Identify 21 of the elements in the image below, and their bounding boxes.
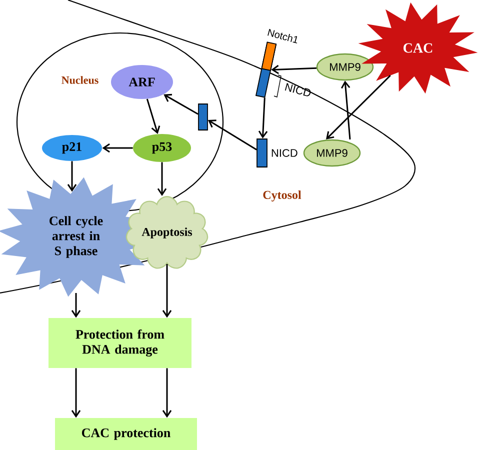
arrow — [208, 120, 257, 150]
arrow — [71, 368, 81, 418]
protein-bar: NICD — [256, 138, 298, 168]
arrow — [271, 64, 317, 74]
arrow — [258, 98, 268, 139]
region-label: Cytosol — [263, 190, 302, 202]
arrow — [102, 143, 133, 153]
node-label: NICD — [272, 149, 298, 157]
outcome-box: Protection from DNA damage — [48, 318, 192, 368]
node-label: Notch1 — [268, 28, 298, 44]
arrow — [326, 74, 391, 140]
arrow — [162, 368, 172, 418]
protein-bar — [198, 104, 208, 130]
outcome-box: CAC protection — [55, 418, 197, 450]
arrow — [340, 80, 351, 140]
arrow — [71, 293, 81, 318]
arrow — [146, 98, 160, 134]
arrow — [164, 94, 198, 115]
arrow — [162, 264, 172, 318]
arrow — [67, 161, 77, 192]
arrow — [157, 162, 167, 196]
